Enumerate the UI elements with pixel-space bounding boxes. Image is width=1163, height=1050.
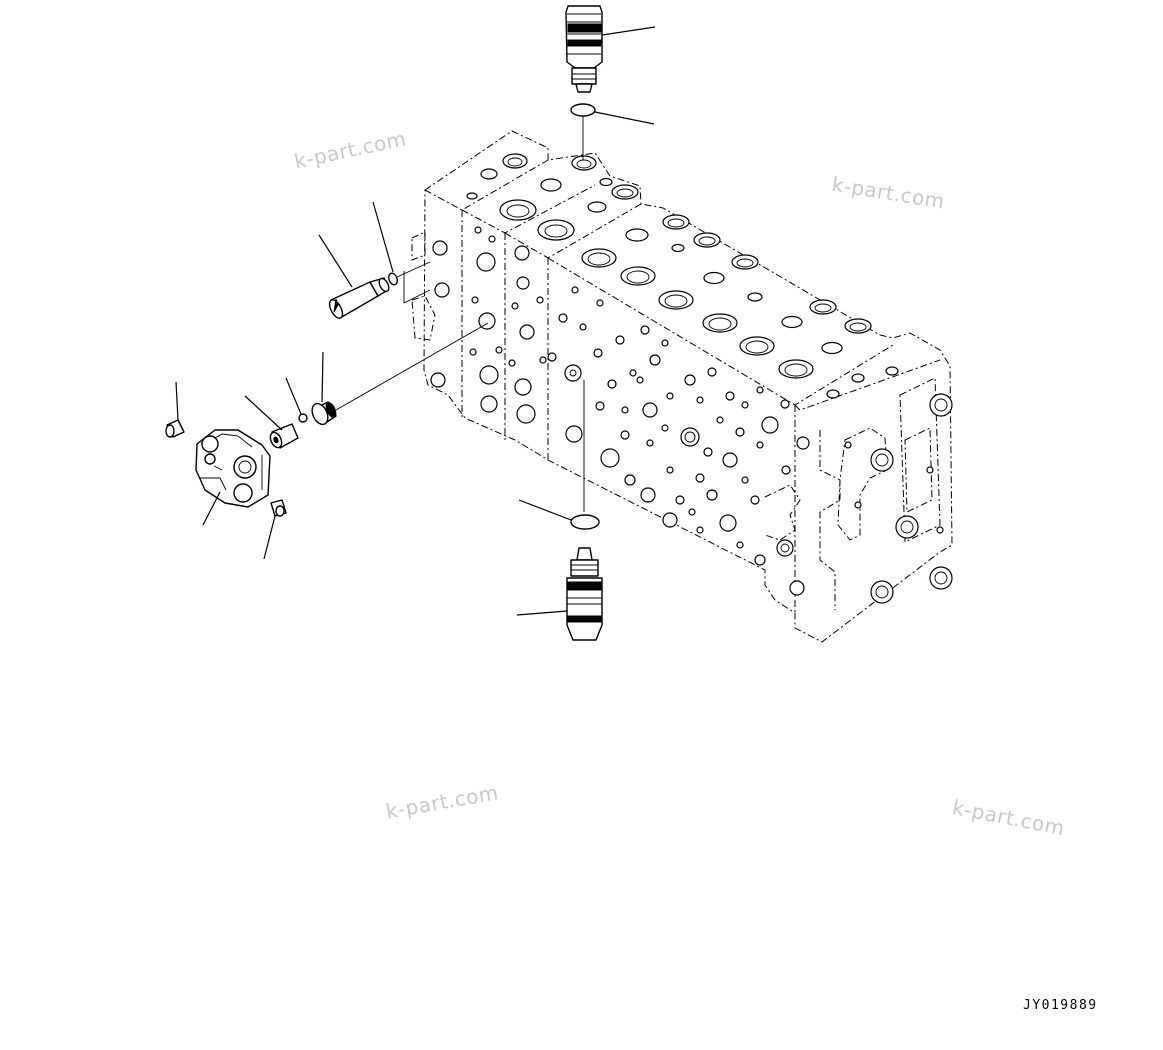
small-o-ring xyxy=(372,201,431,286)
plug-bottom xyxy=(263,499,287,560)
cover-block xyxy=(195,429,271,526)
drawing-number: JY019889 xyxy=(1023,998,1098,1013)
orifice-plug xyxy=(244,395,299,449)
top-o-ring xyxy=(570,103,655,160)
valve-body xyxy=(411,130,953,643)
bottom-relief-valve xyxy=(516,380,603,641)
spacer xyxy=(311,322,489,426)
top-relief-valve xyxy=(565,5,656,93)
steel-ball xyxy=(285,377,308,423)
cartridge-plug xyxy=(318,234,390,319)
top-ports xyxy=(466,153,899,399)
plug-left xyxy=(165,381,185,438)
side-face-holes xyxy=(430,226,953,604)
